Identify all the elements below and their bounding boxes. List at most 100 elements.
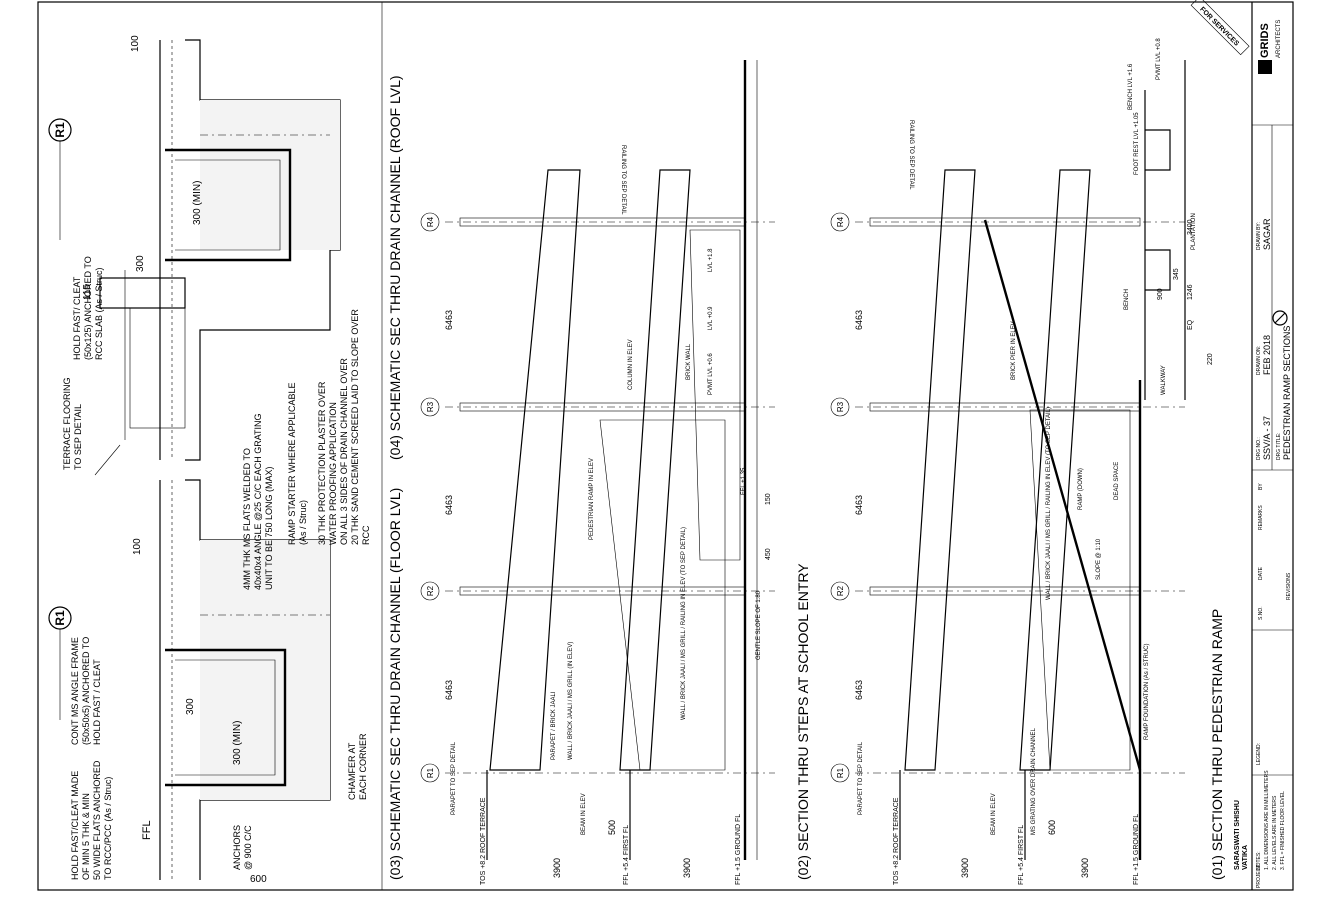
d03-dim-600: 600: [250, 874, 267, 885]
s01-level-first: FFL +5.4 FIRST FL: [1018, 825, 1025, 885]
s02-dim-a: 3900: [552, 858, 562, 878]
svg-text:(As / Struc): (As / Struc): [298, 500, 308, 545]
s01-label-benchlvl: BENCH LVL +1.6: [1128, 63, 1134, 110]
s01-bay-dim-2: 6463: [854, 495, 864, 515]
d04-dim-100: 100: [130, 35, 141, 52]
title-04: (04) SCHEMATIC SEC THRU DRAIN CHANNEL (R…: [387, 75, 403, 460]
s02-steps-hatch: [689, 229, 741, 561]
s02-marker-r4: [420, 212, 440, 232]
s01-ramp-hatch: [1029, 409, 1131, 771]
d03-concrete-fill: [200, 540, 330, 800]
svg-text:RCC SLAB (As / Struc): RCC SLAB (As / Struc): [94, 267, 104, 360]
s01-label-plantation: PLANTATION: [1191, 213, 1197, 250]
s01-bay-dim-3: 6463: [854, 680, 864, 700]
s01-beam-r4: [869, 217, 1141, 227]
svg-text:TO RCC/PCC (As / Struc): TO RCC/PCC (As / Struc): [103, 777, 113, 880]
s01-label-parapet: PARAPET TO SEP DETAIL: [858, 741, 864, 815]
svg-text:OF MIN 5 THK & MIN: OF MIN 5 THK & MIN: [81, 793, 91, 880]
s02-bay-dim-3: 6463: [444, 680, 454, 700]
d03-ramp-note: RAMP STARTER WHERE APPLICABLE (As / Stru…: [287, 382, 308, 545]
d03-grating-note: 4MM THK MS FLATS WELDED TO 40x40x4 ANGLE…: [242, 413, 274, 590]
section-01: R4 R3 R2 R1 6463 6463 6463 TOS +8.2 ROOF…: [830, 38, 1214, 885]
section-02: R4 R3 R2 R1 6463 6463 6463 TOS +8.2 ROOF…: [420, 60, 775, 885]
d04-channel-inner: [175, 159, 281, 251]
d03-channel: [165, 648, 287, 787]
d03-frame-note: CONT MS ANGLE FRAME (50x50x5) ANCHORED T…: [70, 637, 102, 745]
s01-label-eq: EQ: [1187, 319, 1194, 330]
drg-no: SSV/A - 37: [1262, 416, 1272, 460]
s01-level-roof: TOS +8.2 ROOF TERRACE: [893, 797, 900, 885]
s02-label-jaali: PARAPET / BRICK JAALI: [551, 691, 557, 760]
s01-label-slope: SLOPE @ 1:10: [1096, 538, 1102, 580]
d03-hold-note: HOLD FAST/CLEAT MADE OF MIN 5 THK & MIN …: [70, 760, 113, 880]
svg-text:UNIT TO BE 750 LONG (MAX): UNIT TO BE 750 LONG (MAX): [264, 466, 274, 590]
drg-title: PEDESTRIAN RAMP SECTIONS: [1282, 326, 1292, 460]
s01-label-footrest: FOOT REST LVL +1.05: [1134, 112, 1140, 175]
svg-text:EACH CORNER: EACH CORNER: [358, 733, 368, 800]
note-2: 2. ALL LEVELS ARE IN METERS: [1272, 795, 1278, 870]
d04-dim-300: 300: [135, 255, 146, 272]
svg-text:50 WIDE FLATS ANCHORED: 50 WIDE FLATS ANCHORED: [92, 760, 102, 880]
drawn-on-head: DRAWN ON:: [1256, 346, 1262, 375]
svg-text:30 THK PROTECTION PLASTER OVER: 30 THK PROTECTION PLASTER OVER: [317, 381, 327, 545]
s02-beam-r3: [459, 402, 746, 412]
s01-label-900: 900: [1157, 288, 1164, 300]
for-services-stamp: FOR SERVICES: [1190, 0, 1250, 56]
project-head: PROJECT:: [1256, 864, 1262, 888]
svg-text:CHAMFER AT: CHAMFER AT: [347, 742, 357, 800]
s01-label-railing: RAILING TO SEP DETAIL: [908, 120, 914, 190]
s02-label-150: 150: [765, 493, 772, 505]
s02-dim-c: 500: [607, 820, 617, 835]
s02-label-lvl09: LVL +0.9: [708, 306, 714, 330]
title-03: (03) SCHEMATIC SEC THRU DRAIN CHANNEL (F…: [387, 488, 403, 880]
s01-label-1246: 1246: [1187, 284, 1194, 300]
d04-concrete-fill: [200, 100, 340, 250]
s01-beam-r2: [869, 586, 1141, 596]
d03-plaster-note: 30 THK PROTECTION PLASTER OVER WATER PRO…: [317, 309, 371, 545]
svg-text:(50x125) ANCHORED TO: (50x125) ANCHORED TO: [83, 256, 93, 360]
rev-head-by: BY: [1258, 483, 1264, 490]
svg-text:RAMP STARTER WHERE APPLICABLE: RAMP STARTER WHERE APPLICABLE: [287, 382, 297, 545]
s02-label-pvmt: PVMT LVL +0.6: [708, 353, 714, 395]
svg-text:HOLD FAST / CLEAT: HOLD FAST / CLEAT: [92, 659, 102, 745]
s02-marker-r2: [420, 581, 440, 601]
svg-text:HOLD FAST/CLEAT MADE: HOLD FAST/CLEAT MADE: [70, 771, 80, 880]
d03-dim-100: 100: [132, 538, 143, 555]
s02-label-railing-top: RAILING TO SEP DETAIL: [620, 145, 626, 215]
s01-beam-r3: [869, 402, 1141, 412]
rev-head-date: DATE: [1258, 566, 1264, 580]
s02-level-first: FFL +5.4 FIRST FL: [623, 825, 630, 885]
s02-marker-r3-label: R3: [426, 401, 435, 412]
s02-marker-r1: [420, 763, 440, 783]
svg-text:@ 900 C/C: @ 900 C/C: [243, 825, 253, 870]
firm-sub: ARCHITECTS: [1276, 20, 1282, 58]
revisions-label: REVISIONS: [1286, 572, 1292, 600]
s02-label-ffl135: FFL +1.35: [741, 467, 747, 495]
s01-marker-r1-label: R1: [836, 767, 845, 778]
svg-text:TERRACE FLOORING: TERRACE FLOORING: [62, 377, 72, 470]
project-line-1: SARASWATI SHISHU: [1234, 800, 1241, 870]
s02-label-column: COLUMN IN ELEV: [628, 339, 634, 390]
s01-marker-r2: [830, 581, 850, 601]
d03-channel-inner: [175, 659, 276, 776]
s01-label-ramp: RAMP (DOWN): [1078, 468, 1084, 510]
d04-leader: [94, 444, 121, 476]
s01-label-beam: BEAM IN ELEV: [991, 793, 997, 835]
s01-marker-r4-label: R4: [836, 216, 845, 227]
d04-hold-note: HOLD FAST/ CLEAT (50x125) ANCHORED TO RC…: [72, 256, 104, 360]
s01-marker-r2-label: R2: [836, 585, 845, 596]
s01-label-foundation: RAMP FOUNDATION (As / STRUC): [1144, 644, 1150, 740]
s01-dim-a: 3900: [960, 858, 970, 878]
d03-dim-300min: 300 (MIN): [232, 721, 243, 765]
title-01: (01) SECTION THRU PEDESTRIAN RAMP: [1209, 609, 1225, 880]
svg-text:WATER PROOFING APPLICATION: WATER PROOFING APPLICATION: [328, 402, 338, 545]
s01-label-3400: 3400: [1187, 219, 1194, 235]
d03-chamfer-note: CHAMFER AT EACH CORNER: [347, 733, 368, 800]
s02-marker-r3: [420, 397, 440, 417]
s01-label-pier: BRICK PIER IN ELEV: [1011, 321, 1017, 380]
s02-label-450: 450: [765, 548, 772, 560]
s01-dim-c: 600: [1047, 820, 1057, 835]
s02-label-railing: WALL / BRICK JAALI / MS GRILL / RAILING …: [681, 527, 687, 720]
s02-label-wall: WALL / BRICK JAALI / MS GRILL (IN ELEV): [568, 642, 574, 760]
